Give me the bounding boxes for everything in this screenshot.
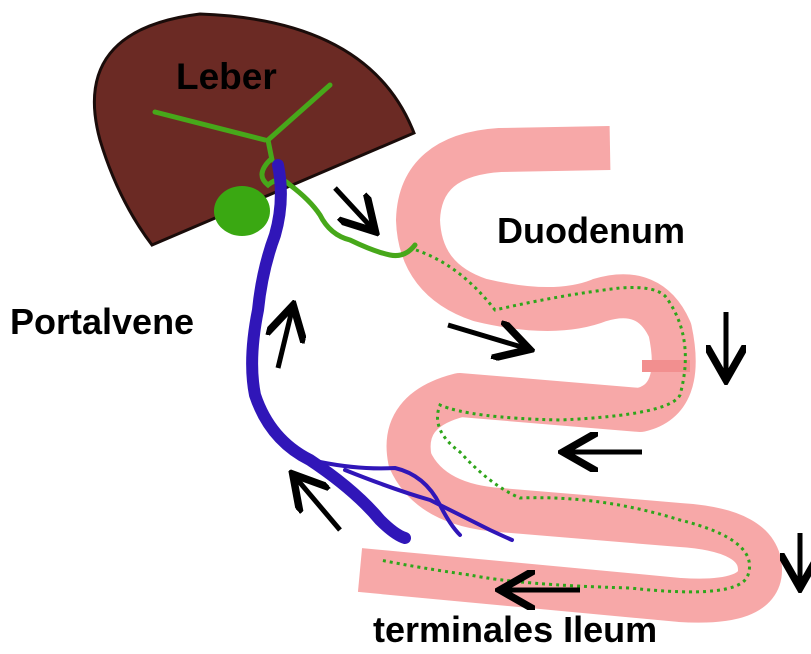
- intestine-fold: [642, 360, 690, 372]
- gallbladder: [214, 186, 270, 236]
- label-duodenum: Duodenum: [497, 210, 685, 251]
- label-terminal-ileum: terminales Ileum: [373, 609, 657, 650]
- label-liver: Leber: [176, 56, 277, 97]
- arrow-vein-up-2: [296, 478, 340, 530]
- arrow-vein-up-1: [278, 310, 292, 368]
- arrow-bile-to-duodenum: [335, 188, 372, 228]
- label-portal-vein: Portalvene: [10, 301, 194, 342]
